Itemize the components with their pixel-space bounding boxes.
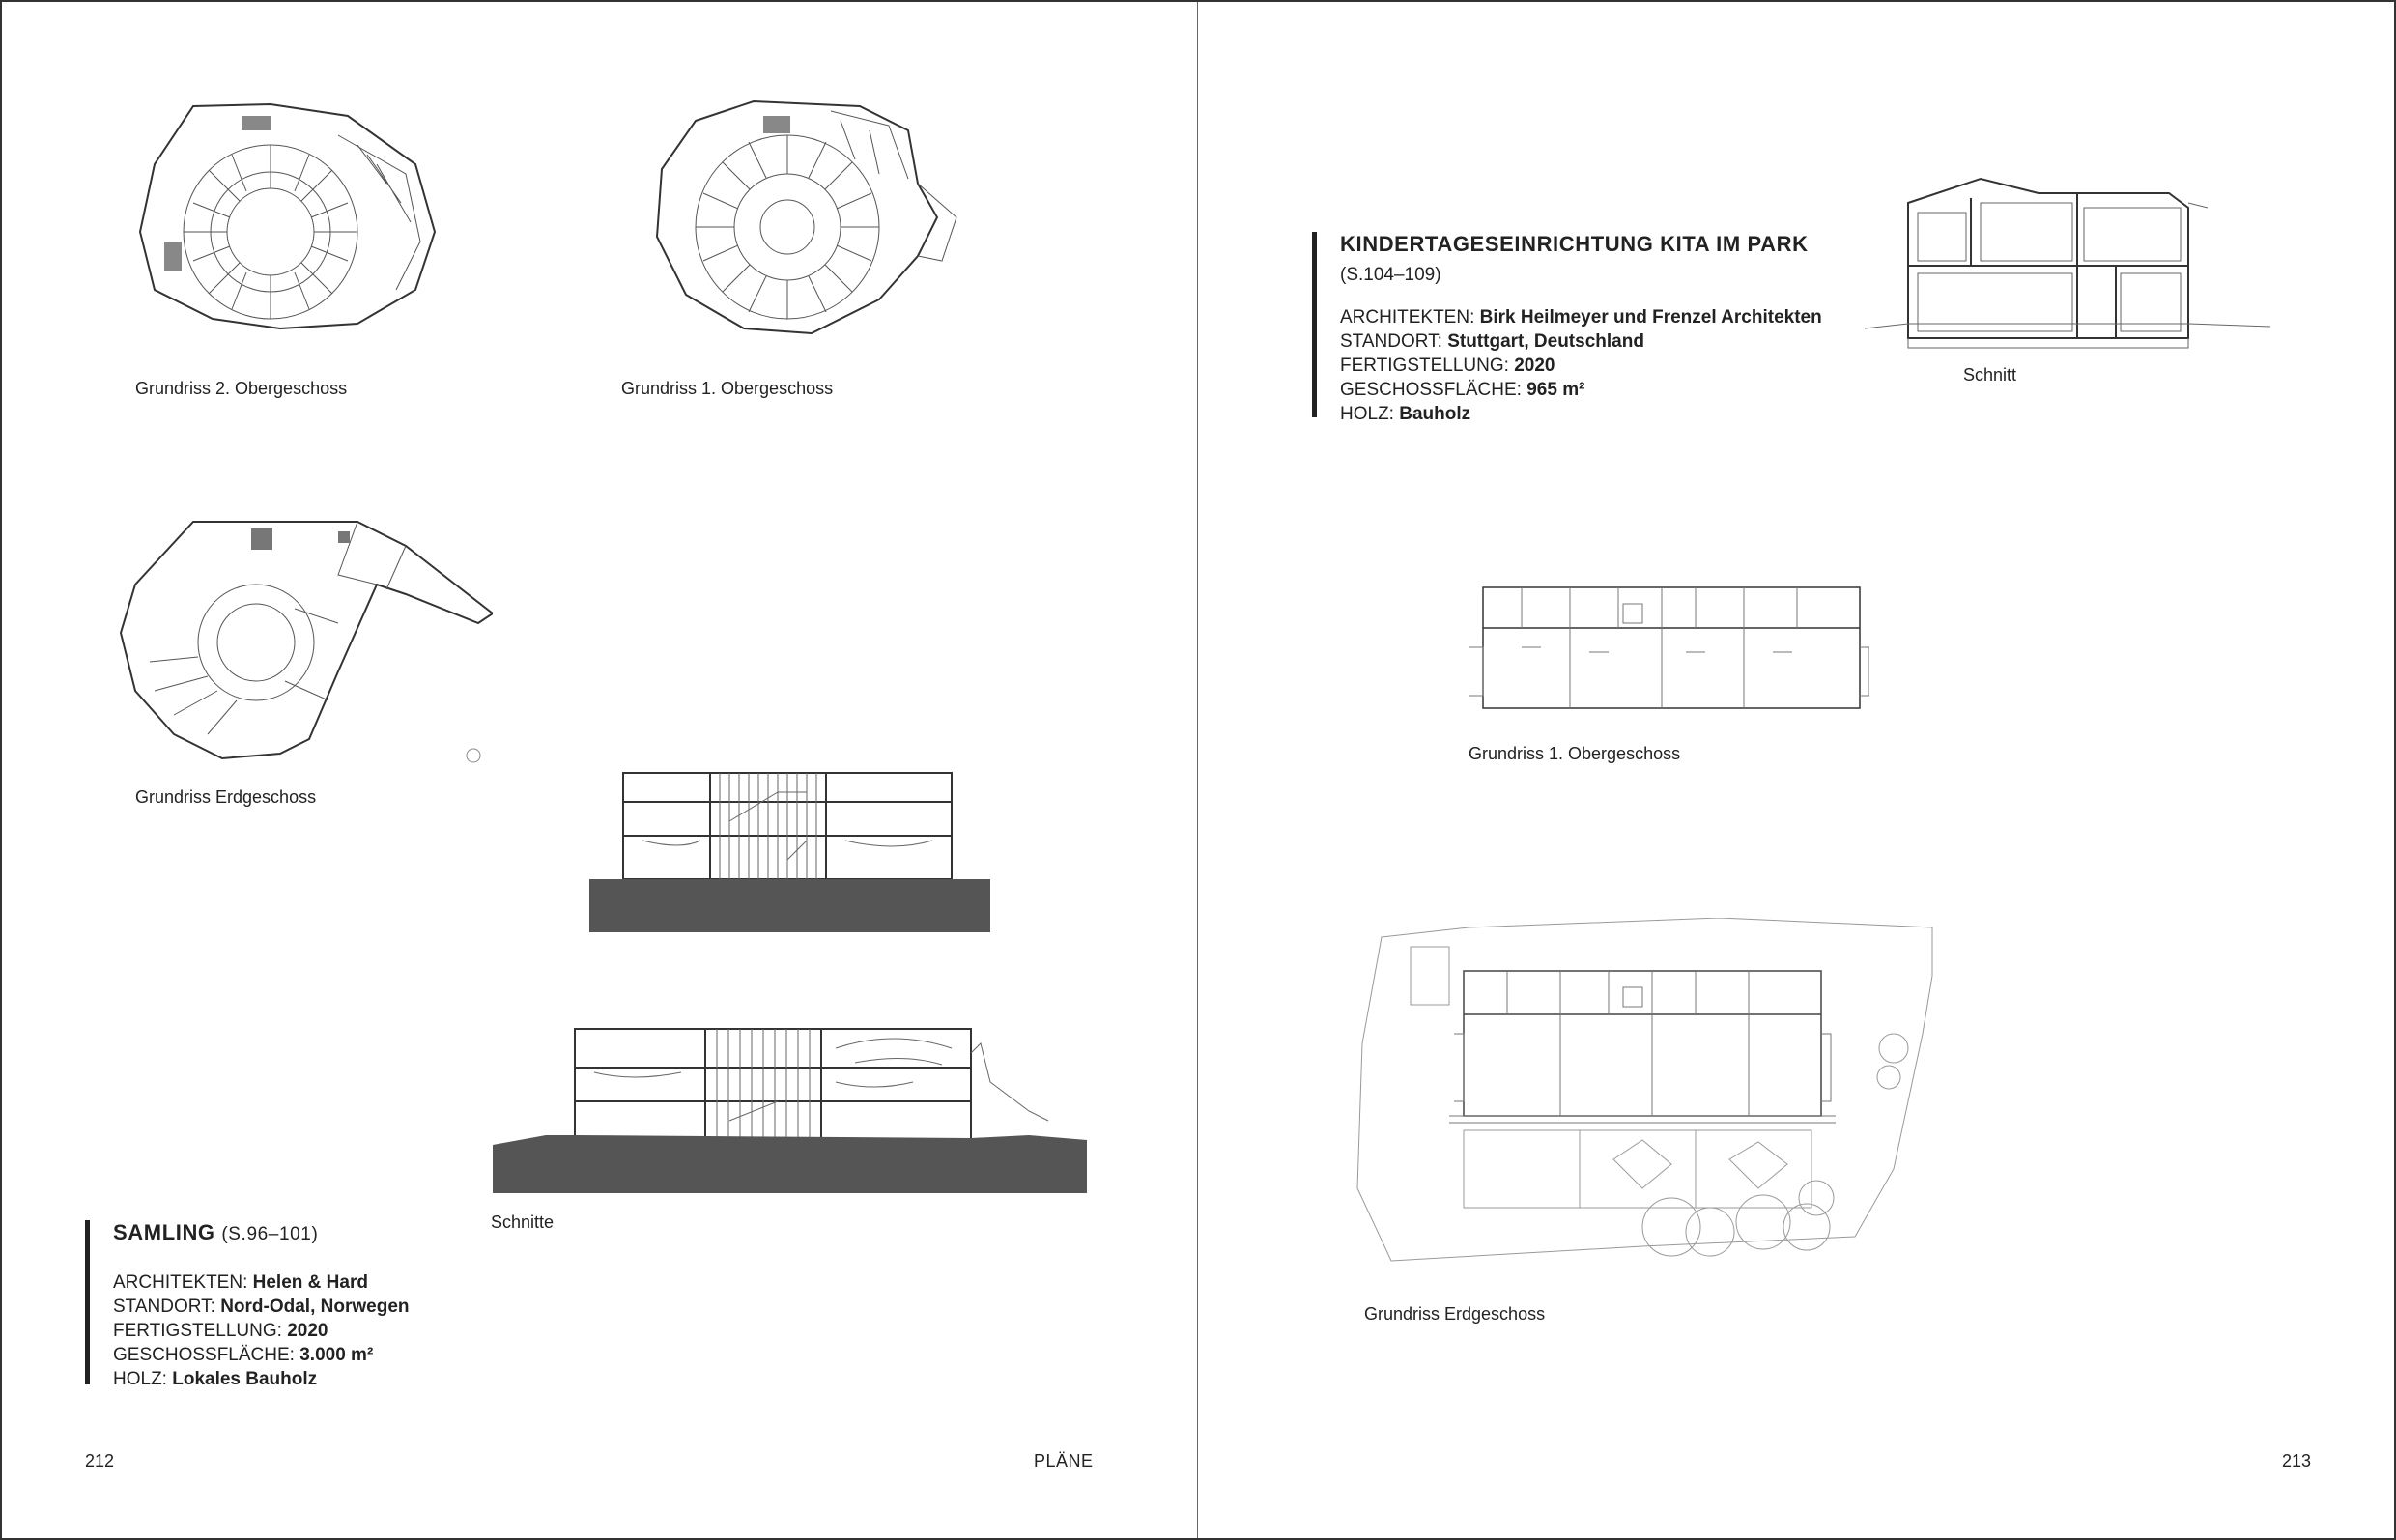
floor-plan-eg-samling [116, 517, 493, 768]
fact-row: STANDORT: Nord-Odal, Norwegen [113, 1297, 410, 1317]
fact-row: GESCHOSSFLÄCHE: 3.000 m² [113, 1345, 374, 1365]
caption-plan-2og: Grundriss 2. Obergeschoss [135, 379, 348, 398]
page-number-right: 213 [2282, 1451, 2312, 1470]
floor-plan-1og-kita [1464, 580, 1869, 715]
fact-row: FERTIGSTELLUNG: 2020 [113, 1321, 328, 1341]
project-info-samling: SAMLING (S.96–101) ARCHITEKTEN: Helen & … [85, 1220, 410, 1389]
project-name: SAMLING [113, 1220, 215, 1244]
floor-plan-2og-samling [126, 97, 444, 338]
fact-row: FERTIGSTELLUNG: 2020 [1340, 356, 1555, 376]
project-title: KINDERTAGESEINRICHTUNG KITA IM PARK [1340, 232, 1822, 257]
left-page: Grundriss 2. Obergeschoss Grundriss 1. O… [85, 92, 1094, 1470]
project-name: KINDERTAGESEINRICHTUNG KITA IM PARK [1340, 232, 1809, 256]
right-page: KINDERTAGESEINRICHTUNG KITA IM PARK (S.1… [1198, 0, 2396, 1540]
fact-row: HOLZ: Lokales Bauholz [113, 1369, 318, 1389]
section-kita [1860, 169, 2275, 357]
caption-plan-1og: Grundriss 1. Obergeschoss [621, 379, 834, 398]
caption-plan-eg-kita: Grundriss Erdgeschoss [1364, 1304, 1546, 1324]
project-title: SAMLING (S.96–101) [113, 1220, 410, 1245]
project-info-kita: KINDERTAGESEINRICHTUNG KITA IM PARK (S.1… [1312, 232, 1822, 424]
project-page-range: (S.104–109) [1340, 265, 1441, 285]
fact-row: ARCHITEKTEN: Birk Heilmeyer und Frenzel … [1340, 307, 1822, 328]
running-head: PLÄNE [1034, 1451, 1094, 1470]
caption-plan-1og-kita: Grundriss 1. Obergeschoss [1469, 744, 1681, 763]
section-1-samling [585, 763, 995, 937]
project-page-range: (S.96–101) [221, 1224, 319, 1244]
fact-row: GESCHOSSFLÄCHE: 965 m² [1340, 380, 1585, 400]
caption-plan-eg: Grundriss Erdgeschoss [135, 787, 317, 807]
floor-plan-eg-kita [1353, 918, 1952, 1280]
fact-row: HOLZ: Bauholz [1340, 404, 1471, 424]
fact-row: STANDORT: Stuttgart, Deutschland [1340, 331, 1644, 352]
caption-section-kita: Schnitt [1963, 365, 2017, 385]
caption-sections: Schnitte [491, 1212, 555, 1232]
page-number-left: 212 [85, 1451, 115, 1470]
section-2-samling [488, 1024, 1087, 1193]
floor-plan-1og-samling [638, 92, 966, 343]
fact-row: ARCHITEKTEN: Helen & Hard [113, 1272, 368, 1293]
